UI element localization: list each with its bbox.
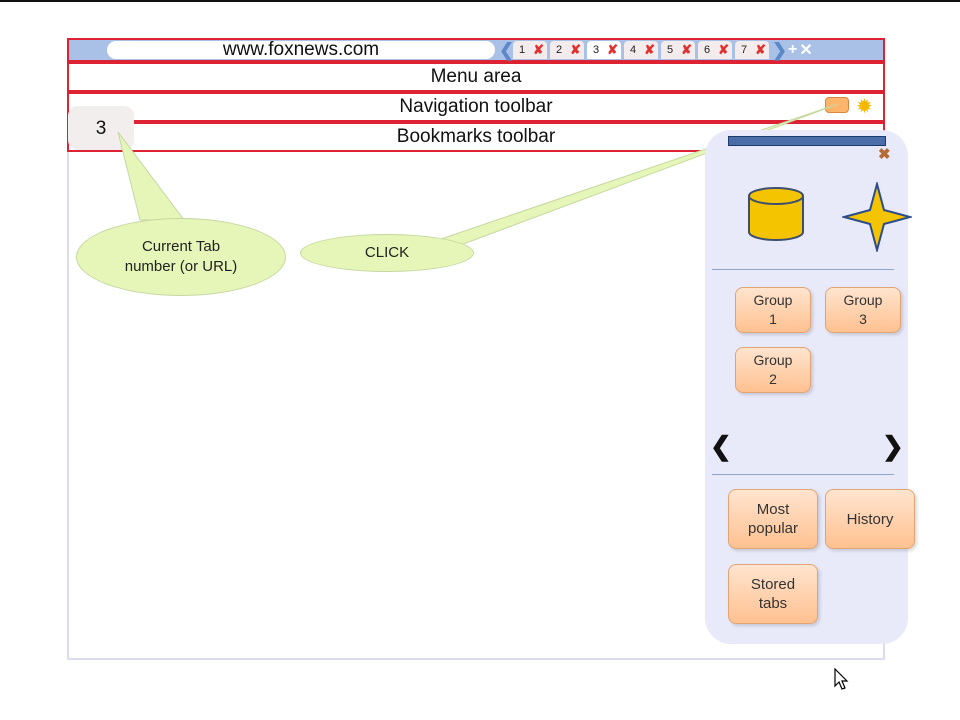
tab-close-icon[interactable]: ✘ [755,42,766,57]
tab-label: 5 [667,44,674,56]
tab-label: 2 [556,44,563,56]
tab-scroll-right-icon[interactable]: ❯ [772,39,788,60]
mouse-cursor-icon [834,668,849,690]
tab-4[interactable]: 4✘ [624,41,658,59]
tab-label: 6 [704,44,711,56]
sun-icon[interactable]: ✹ [856,96,873,118]
current-tab-number-value: 3 [95,118,107,139]
panel-divider-bottom [712,474,894,475]
new-tab-icon[interactable]: + [788,41,798,58]
menu-area-label: Menu area [430,66,522,87]
tab-close-icon[interactable]: ✘ [644,42,655,57]
next-page-label: ❯ [882,431,904,461]
address-bar[interactable]: www.foxnews.com [107,39,495,60]
tab-1[interactable]: 1✘ [513,41,547,59]
url-tab-bar: www.foxnews.com ❮ 1✘ 2✘ 3✘ 4✘ 5✘ 6✘ 7✘ ❯… [67,38,885,62]
menu-area[interactable]: Menu area [67,62,885,92]
close-x-icon[interactable]: ✖ [878,146,891,163]
group-1-label: Group 1 [753,292,793,327]
tab-7[interactable]: 7✘ [735,41,769,59]
history-label: History [846,510,894,528]
tab-5[interactable]: 5✘ [661,41,695,59]
tab-label: 3 [593,44,600,56]
group-2-label: Group 2 [753,352,793,387]
tab-close-icon[interactable]: ✘ [718,42,729,57]
side-panel-handle[interactable] [728,136,886,146]
tab-3[interactable]: 3✘ [587,41,621,59]
tab-strip: ❮ 1✘ 2✘ 3✘ 4✘ 5✘ 6✘ 7✘ ❯ + ✕ [499,40,889,60]
history-button[interactable]: History [825,489,915,549]
group-1-button[interactable]: Group 1 [735,287,811,333]
stored-tabs-button[interactable]: Stored tabs [728,564,818,624]
click-callout: CLICK [300,234,474,272]
panel-divider-top [712,269,894,270]
tab-number-callout: Current Tab number (or URL) [76,218,286,296]
tab-label: 7 [741,44,748,56]
group-2-button[interactable]: Group 2 [735,347,811,393]
tab-label: 4 [630,44,637,56]
close-all-icon[interactable]: ✕ [799,42,813,59]
database-icon[interactable] [746,186,806,246]
bookmarks-toolbar-label: Bookmarks toolbar [396,126,556,147]
navigation-toolbar[interactable]: Navigation toolbar [67,92,885,122]
navigation-toolbar-label: Navigation toolbar [399,96,553,117]
tab-close-icon[interactable]: ✘ [570,42,581,57]
most-popular-button[interactable]: Most popular [728,489,818,549]
prev-page-icon[interactable]: ❮ [710,431,732,462]
tab-2[interactable]: 2✘ [550,41,584,59]
group-3-label: Group 3 [843,292,883,327]
tab-close-icon[interactable]: ✘ [681,42,692,57]
tab-scroll-left-icon[interactable]: ❮ [499,39,515,60]
panel-toggle-button[interactable] [825,97,849,113]
tab-close-icon[interactable]: ✘ [607,42,618,57]
current-tab-number: 3 [68,106,134,150]
click-callout-text: CLICK [364,244,410,261]
prev-page-label: ❮ [710,431,732,461]
tab-number-callout-text: Current Tab number (or URL) [124,238,238,275]
next-page-icon[interactable]: ❯ [882,431,904,462]
stored-tabs-label: Stored tabs [750,576,796,612]
group-3-button[interactable]: Group 3 [825,287,901,333]
address-bar-url: www.foxnews.com [222,39,380,60]
top-divider-line [0,0,960,2]
most-popular-label: Most popular [747,501,799,537]
star-icon[interactable] [842,182,912,252]
tab-6[interactable]: 6✘ [698,41,732,59]
tab-label: 1 [519,44,526,56]
tab-close-icon[interactable]: ✘ [533,42,544,57]
